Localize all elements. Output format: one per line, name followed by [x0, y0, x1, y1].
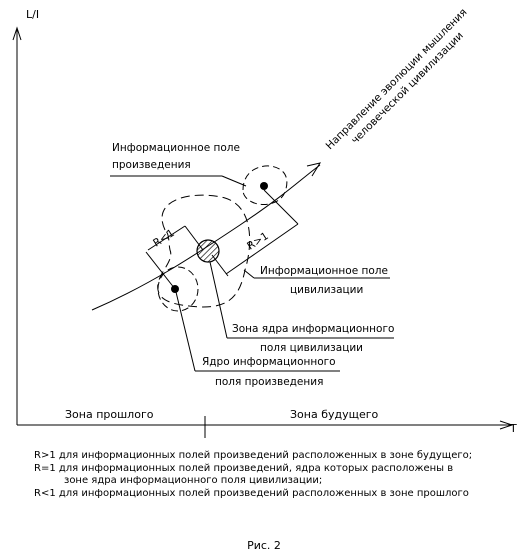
work-core-label-line1: Ядро информационного	[202, 356, 336, 368]
x-axis-arrow	[499, 420, 514, 430]
civ-field-label-line2: цивилизации	[290, 284, 363, 296]
civilization-core	[196, 239, 220, 263]
work-field-leader	[221, 175, 247, 187]
work-core-label-line2: поля произведения	[215, 376, 323, 388]
work-field-label-line1: Информационное поле	[112, 142, 240, 154]
core-zone-label-line2: поля цивилизации	[260, 342, 363, 354]
figure-caption: Рис. 2	[247, 539, 281, 552]
civ-field-leader	[243, 269, 255, 279]
r-more-dim-line	[225, 223, 299, 275]
zone-future-label: Зона будущего	[290, 408, 379, 421]
core-zone-label-line1: Зона ядра информационного	[232, 323, 394, 335]
r-less-label: R<1	[151, 227, 177, 249]
zone-past-label: Зона прошлого	[65, 408, 154, 421]
evolution-label-line1: Направление эволюции мышления	[324, 6, 470, 152]
work-core-leader	[175, 291, 196, 372]
r-less-ext-left	[145, 251, 176, 290]
work-core-right-dot	[260, 182, 268, 190]
work-field-label-line2: произведения	[112, 159, 191, 171]
r-less-ext-right	[184, 225, 204, 251]
y-axis-label: L/I	[26, 8, 39, 21]
axes	[12, 26, 514, 438]
core-zone-leader	[209, 261, 228, 339]
legend: R>1 для информационных полей произведени…	[34, 450, 514, 500]
evolution-arrow	[306, 162, 322, 177]
evolution-label-line2: человеческой цивилизации	[349, 30, 466, 147]
civilization-field-boundary	[157, 194, 251, 308]
legend-line-past: R<1 для информационных полей произведени…	[34, 487, 469, 499]
r-more-ext-left	[211, 254, 229, 277]
r-less-dim-line	[147, 225, 186, 251]
legend-line-future: R>1 для информационных полей произведени…	[34, 450, 473, 461]
legend-line-equal: R=1 для информационных полей произведени…	[34, 462, 454, 474]
work-field-left	[157, 266, 199, 312]
x-axis-label: T	[509, 422, 517, 435]
civ-field-label-line1: Информационное поле	[260, 265, 388, 277]
r-more-ext-right	[263, 189, 299, 225]
legend-line-equal-cont: зоне ядра информационного поля цивилизац…	[64, 475, 323, 486]
evolution-curve	[91, 164, 321, 311]
y-axis-arrow	[12, 26, 22, 41]
